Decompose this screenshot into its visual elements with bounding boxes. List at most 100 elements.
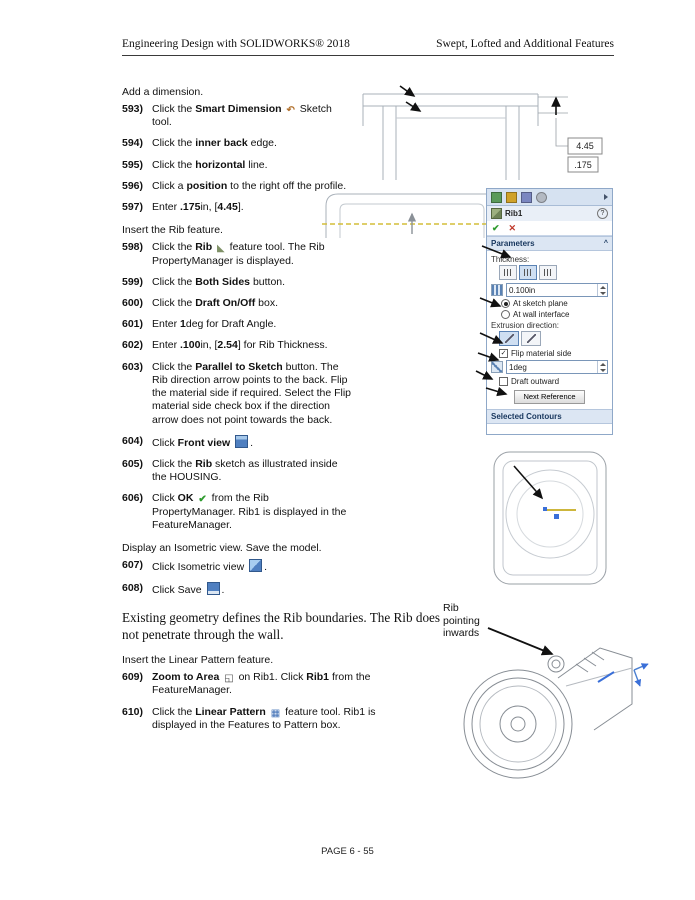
isometric-view-icon: [249, 559, 263, 573]
step-number: 603): [122, 360, 144, 373]
step-605: 605) Click the Rib sketch as illustrated …: [122, 458, 456, 484]
body-paragraph: Existing geometry defines the Rib bounda…: [122, 610, 441, 643]
step-594: 594) Click the inner back edge.: [122, 137, 456, 150]
extrusion-direction-label: Extrusion direction:: [491, 320, 560, 330]
intro-paragraph: Add a dimension.: [122, 86, 204, 98]
draft-outward-checkbox: Draft outward: [499, 376, 608, 386]
dimxpert-tab-icon: [536, 191, 547, 203]
step-text: Click the Smart Dimension ↶ Sketch tool.: [152, 103, 332, 129]
checkbox-icon: [499, 376, 508, 386]
step-603: 603)Click the Parallel to Sketch button.…: [122, 361, 456, 427]
step-number: 595): [122, 158, 144, 171]
step-604: 604) Click Front view .: [122, 434, 456, 450]
step-608: 608)Click Save .: [122, 582, 456, 597]
draft-outward-label: Draft outward: [511, 376, 560, 386]
step-number: 610): [122, 705, 144, 718]
first-side-button: [499, 265, 517, 280]
draft-spinner: [597, 361, 607, 373]
step-number: 593): [122, 103, 144, 115]
step-number: 598): [122, 241, 144, 254]
step-number: 597): [122, 201, 144, 214]
step-text: Click Front view .: [152, 434, 254, 449]
annotation-arrow: [405, 101, 422, 112]
zoom-to-area-icon: ◱: [224, 673, 234, 685]
collapse-chevron-icon: ^: [603, 240, 608, 247]
step-number: 602): [122, 339, 144, 352]
linear-pattern-icon: ▦: [270, 707, 281, 719]
configuration-tab-icon: [506, 191, 517, 203]
displaymanager-tab-icon: [521, 191, 532, 203]
step-text: Click a position to the right off the pr…: [152, 179, 347, 192]
step-number: 607): [122, 559, 144, 572]
at-sketch-plane-radio: At sketch plane: [501, 299, 608, 308]
at-sketch-plane-label: At sketch plane: [513, 299, 568, 308]
axis-arrow: [633, 663, 649, 671]
sketch-glyph: [554, 514, 559, 519]
flip-material-side-label: Flip material side: [511, 348, 572, 358]
next-reference-button: Next Reference: [514, 389, 585, 404]
normal-to-sketch-button: [521, 330, 541, 346]
intro-paragraph: Insert the Linear Pattern feature.: [122, 654, 274, 667]
extrusion-direction-buttons: [499, 330, 608, 346]
step-number: 599): [122, 275, 144, 288]
step-595: 595) Click the horizontal line.: [122, 159, 456, 172]
step-602: 602)Enter .100in, [2.54] for Rib Thickne…: [122, 339, 456, 352]
step-593: 593) Click the Smart Dimension ↶ Sketch t…: [122, 103, 456, 129]
step-596: 596)Click a position to the right off th…: [122, 180, 456, 193]
step-597: 597) Enter .175in, [4.45].: [122, 201, 456, 214]
rib-thickness-icon: [491, 284, 503, 296]
radio-icon: [501, 299, 510, 308]
page-number: PAGE 6 - 55: [321, 846, 374, 857]
step-607: 607) Click Isometric view .: [122, 559, 456, 574]
thickness-side-buttons: [499, 265, 608, 280]
step-text: Click the Linear Pattern ▦ feature tool.…: [152, 705, 376, 731]
step-number: 606): [122, 492, 144, 505]
rib-property-manager: Rib1 ? ✔ ✕ Parameters ^ Thickness: 0.100…: [486, 188, 613, 435]
rib-feature-icon: [491, 208, 502, 219]
dual-dimension-box: [567, 137, 603, 155]
step-text: Click the Rib sketch as illustrated insi…: [152, 457, 338, 484]
intro-paragraph: Insert the Rib feature.: [122, 224, 223, 237]
thickness-spinner: [597, 284, 607, 296]
step-text: Enter .175in, [4.45].: [152, 201, 244, 214]
step-601: 601)Enter 1deg for Draft Angle.: [122, 318, 456, 331]
propertymanager-tab-icon: [491, 191, 502, 203]
at-wall-interface-radio: At wall interface: [501, 309, 608, 319]
at-wall-interface-label: At wall interface: [513, 309, 570, 319]
step-text: Zoom to Area ◱ on Rib1. Click Rib1 from …: [152, 671, 371, 697]
rib-icon: ◣: [217, 243, 225, 255]
second-side-button: [539, 265, 557, 280]
step-610: 610) Click the Linear Pattern ▦ feature t…: [122, 706, 456, 732]
instruction-list: Add a dimension. 593) Click the Smart Dime…: [122, 86, 456, 740]
figure-front-view: [488, 448, 614, 592]
header-left-title: Engineering Design with SOLIDWORKS® 2018: [122, 38, 350, 50]
help-icon: ?: [597, 208, 608, 219]
step-600: 600)Click the Draft On/Off box.: [122, 297, 456, 310]
dimension-value-secondary: 4.45: [576, 141, 594, 151]
draft-angle-value: 1deg: [509, 362, 527, 372]
flip-material-side-checkbox: ✓ Flip material side: [499, 348, 608, 358]
propertymanager-tab-bar: [487, 189, 612, 206]
panel-tail: [487, 423, 612, 434]
step-text: Click the horizontal line.: [152, 158, 268, 171]
tab-overflow-arrow-icon: [604, 194, 608, 200]
annotation-arrow: [487, 627, 554, 656]
intro-paragraph: Display an Isometric view. Save the mode…: [122, 542, 322, 555]
header-right-title: Swept, Lofted and Additional Features: [436, 38, 614, 50]
step-number: 594): [122, 137, 144, 150]
checkbox-icon: ✓: [499, 348, 508, 358]
step-number: 604): [122, 434, 144, 447]
draft-angle-icon: [491, 361, 503, 373]
step-599: 599)Click the Both Sides button.: [122, 276, 456, 289]
step-text: Click Isometric view .: [152, 559, 268, 574]
rib-pointing-inwards-label: Rib pointing inwards: [443, 602, 480, 640]
front-view-icon: [235, 434, 249, 448]
save-icon: [206, 582, 220, 596]
rib-thickness-input: 0.100in: [506, 283, 608, 297]
selected-rib-edge: [597, 671, 615, 683]
step-number: 605): [122, 457, 144, 470]
annotation-arrow: [513, 465, 544, 500]
step-number: 609): [122, 671, 144, 684]
step-text: Click the inner back edge.: [152, 137, 277, 150]
